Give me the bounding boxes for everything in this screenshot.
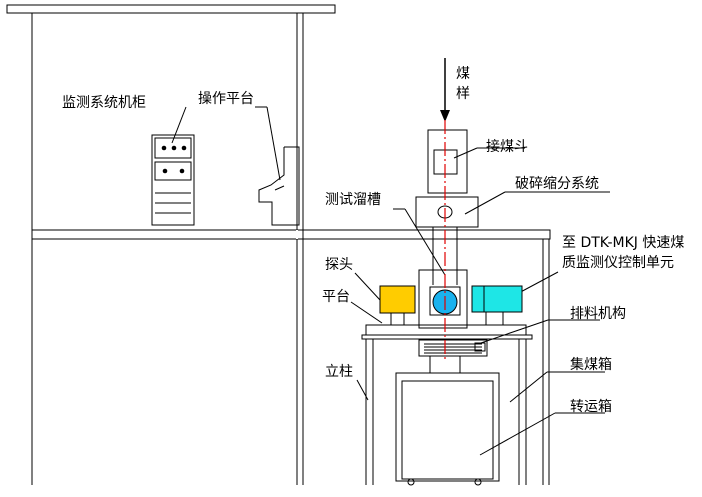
column-label: 立柱 [325,364,353,380]
console-label: 操作平台 [198,91,254,107]
crusher-label: 破碎缩分系统 [515,176,599,192]
probe-right [471,285,523,313]
coal-collector-box [395,372,500,482]
coal-sample-label-top: 煤 [456,66,470,82]
platform-label: 平台 [322,289,350,305]
chute-label: 测试溜槽 [325,192,381,208]
hopper [427,129,468,194]
discharge-mechanism [418,339,488,357]
test-chute [418,269,468,329]
cabinet-label: 监测系统机柜 [62,95,146,111]
coal-sample-label-bottom: 样 [456,86,470,102]
roof-slab [6,4,336,14]
console-desk [258,146,300,226]
probe-label: 探头 [325,257,353,273]
discharge-label: 排料机构 [570,306,626,322]
crusher-unit [415,196,479,228]
collector-label: 集煤箱 [570,357,612,373]
arrowhead [440,110,450,122]
transfer-box [401,380,494,480]
controller-label-line2: 质监测仪控制单元 [562,255,674,271]
probe-left [379,285,416,314]
floor-slab [31,229,551,240]
monitoring-cabinet [151,134,195,226]
controller-label-line1: 至 DTK-MKJ 快速煤 [562,235,685,251]
hopper-label: 接煤斗 [486,139,528,155]
transfer-label: 转运箱 [570,399,612,415]
platform [365,324,527,336]
